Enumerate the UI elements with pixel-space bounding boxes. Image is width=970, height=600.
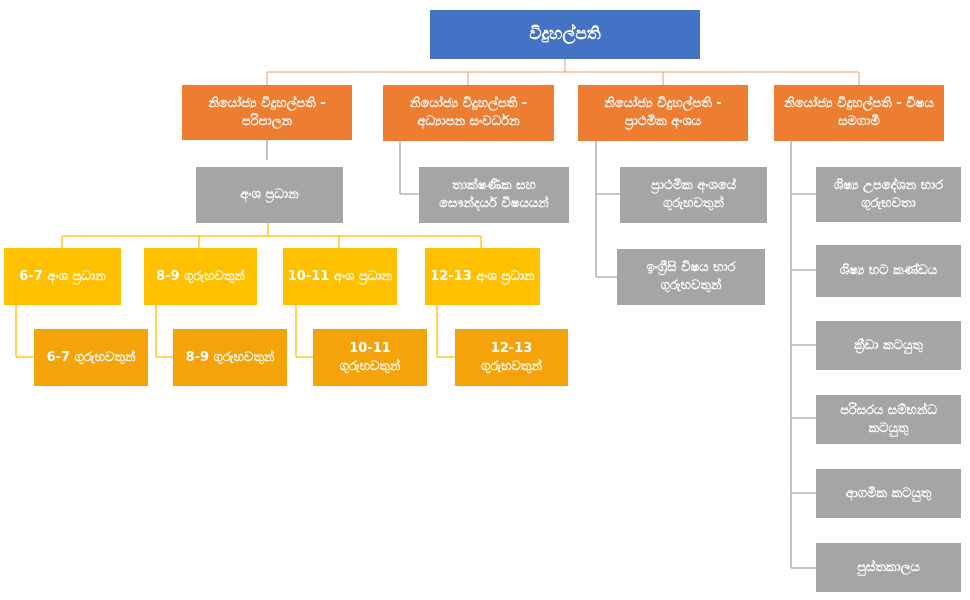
student-counselling-box: ශිෂ්‍ය උපදේශන භාර ගුරුභවතා	[816, 167, 961, 222]
sports-box: ක්‍රීඩා කටයුතු	[816, 321, 961, 370]
grade-10-11-head-box: 10-11 අංශ ප්‍රධාන	[283, 248, 397, 305]
deputy-education-development-label: නියෝජ්‍ය විදුහල්පති - අධ්‍යාපන සංවර්ධන	[409, 96, 528, 129]
grade-6-7-teachers-box: 6-7 ගුරුභවතුන්	[34, 329, 148, 386]
section-head-label: අංශ ප්‍රධාන	[240, 187, 299, 203]
grade-6-7-head-box: 6-7 අංශ ප්‍රධාන	[4, 248, 121, 305]
religious-box: ආගමික කටයුතු	[816, 469, 961, 518]
primary-teachers-label: ප්‍රාථමික අංශයේ ගුරුභවතුන්	[650, 178, 737, 211]
grade-10-11-head-label: 10-11 අංශ ප්‍රධාන	[287, 268, 393, 284]
grade-12-13-teachers-label: 12-13 ගුරුභවතුන්	[481, 340, 542, 374]
tech-aesthetic-box: තාක්ෂණික සහ සෞන්දර්ය විෂයයන්	[419, 167, 569, 223]
grade-8-9-teachers-label: 8-9 ගුරුභවතුන්	[185, 349, 275, 365]
library-box: පුස්තකාලය	[816, 543, 961, 592]
tech-aesthetic-label: තාක්ෂණික සහ සෞන්දර්ය විෂයයන්	[439, 178, 549, 211]
deputy-primary-label: නියෝජ්‍ය විදුහල්පති - ප්‍රාථමික අංශය	[604, 96, 722, 129]
grade-6-7-head-label: 6-7 අංශ ප්‍රධාන	[19, 268, 106, 284]
grade-6-7-teachers-label: 6-7 ගුරුභවතුන්	[46, 349, 136, 365]
grade-12-13-head-label: 12-13 අංශ ප්‍රධාන	[430, 268, 535, 284]
section-head-box: අංශ ප්‍රධාන	[196, 167, 343, 223]
environment-label: පරිසරය සම්භන්ධ කටයුතු	[840, 402, 937, 436]
environment-box: පරිසරය සම්භන්ධ කටයුතු	[816, 395, 961, 444]
sports-label: ක්‍රීඩා කටයුතු	[854, 337, 923, 353]
religious-label: ආගමික කටයුතු	[845, 485, 932, 501]
english-teachers-box: ඉංග්‍රීසි විෂය භාර ගුරුභවතුන්	[617, 249, 765, 305]
deputy-co-curricular-label: නියෝජ්‍ය විදුහල්පති - විෂය සමගාමී	[784, 96, 934, 129]
library-label: පුස්තකාලය	[857, 559, 920, 575]
grade-12-13-teachers-box: 12-13 ගුරුභවතුන්	[455, 329, 568, 386]
grade-8-9-head-label: 8-9 ගුරුභවතුන්	[156, 268, 245, 284]
grade-8-9-head-box: 8-9 ගුරුභවතුන්	[144, 248, 257, 305]
english-teachers-label: ඉංග්‍රීසි විෂය භාර ගුරුභවතුන්	[646, 260, 736, 293]
grade-12-13-head-box: 12-13 අංශ ප්‍රධාන	[425, 248, 540, 305]
cadet-corps-label: ශිෂ්‍ය භට කණ්ඩය	[839, 263, 938, 279]
grade-8-9-teachers-box: 8-9 ගුරුභවතුන්	[173, 329, 287, 386]
principal-box: විදුහල්පති	[430, 10, 700, 59]
deputy-admin-label: නියෝජ්‍ය විදුහල්පති - පරිපාලන	[208, 95, 326, 129]
grade-10-11-teachers-box: 10-11 ගුරුභවතුන්	[313, 329, 427, 386]
deputy-co-curricular-box: නියෝජ්‍ය විදුහල්පති - විෂය සමගාමී	[774, 85, 944, 141]
student-counselling-label: ශිෂ්‍ය උපදේශන භාර ගුරුභවතා	[833, 177, 944, 211]
principal-label: විදුහල්පති	[529, 24, 601, 45]
deputy-admin-box: නියෝජ්‍ය විදුහල්පති - පරිපාලන	[182, 85, 352, 140]
deputy-primary-box: නියෝජ්‍ය විදුහල්පති - ප්‍රාථමික අංශය	[578, 85, 748, 141]
cadet-corps-box: ශිෂ්‍ය භට කණ්ඩය	[816, 245, 961, 297]
grade-10-11-teachers-label: 10-11 ගුරුභවතුන්	[339, 340, 401, 374]
primary-teachers-box: ප්‍රාථමික අංශයේ ගුරුභවතුන්	[620, 167, 767, 223]
deputy-education-development-box: නියෝජ්‍ය විදුහල්පති - අධ්‍යාපන සංවර්ධන	[383, 85, 554, 141]
